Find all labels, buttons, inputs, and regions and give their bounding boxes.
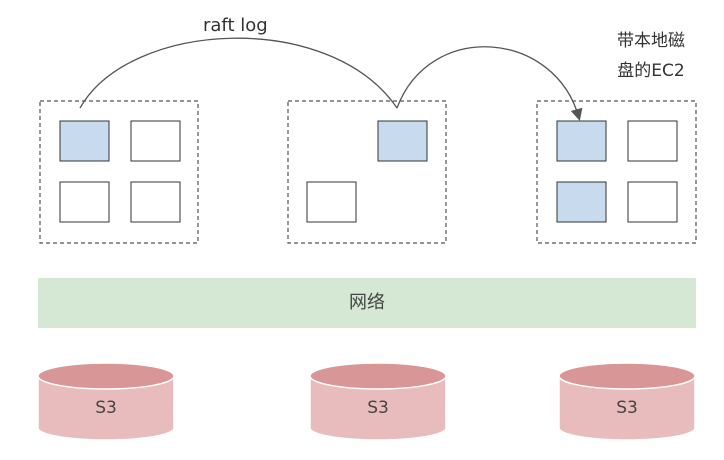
node-2-block-2: [306, 181, 357, 223]
ec2-label-line-1: 带本地磁: [617, 31, 685, 51]
node-2-container: [287, 100, 447, 244]
s3-label-3: S3: [616, 398, 638, 418]
ec2-label: 带本地磁 盘的EC2: [596, 26, 706, 86]
network-bar: [38, 278, 696, 328]
s3-cylinder-3: [558, 362, 696, 441]
raft-log-label: raft log: [203, 15, 268, 36]
node-2-block-1: [377, 120, 428, 162]
node-3-block-1: [556, 120, 607, 162]
node-1-container: [39, 100, 199, 244]
raft-arc-node1-to-node2: [79, 37, 398, 109]
node-1-block-4: [130, 181, 181, 223]
node-3-block-3: [556, 181, 607, 223]
node-1-block-2: [130, 120, 181, 162]
node-3-block-2: [627, 120, 678, 162]
s3-cylinder-2: [309, 362, 447, 441]
raft-arrow-node2-to-node3: [396, 46, 583, 121]
ec2-label-line-2: 盘的EC2: [617, 61, 685, 81]
s3-label-1: S3: [95, 398, 117, 418]
network-label: 网络: [349, 292, 385, 313]
node-3-block-4: [627, 181, 678, 223]
node-1-block-3: [59, 181, 110, 223]
s3-cylinder-1: [37, 362, 175, 441]
node-3-container: [536, 100, 697, 244]
s3-label-2: S3: [367, 398, 389, 418]
node-1-block-1: [59, 120, 110, 162]
